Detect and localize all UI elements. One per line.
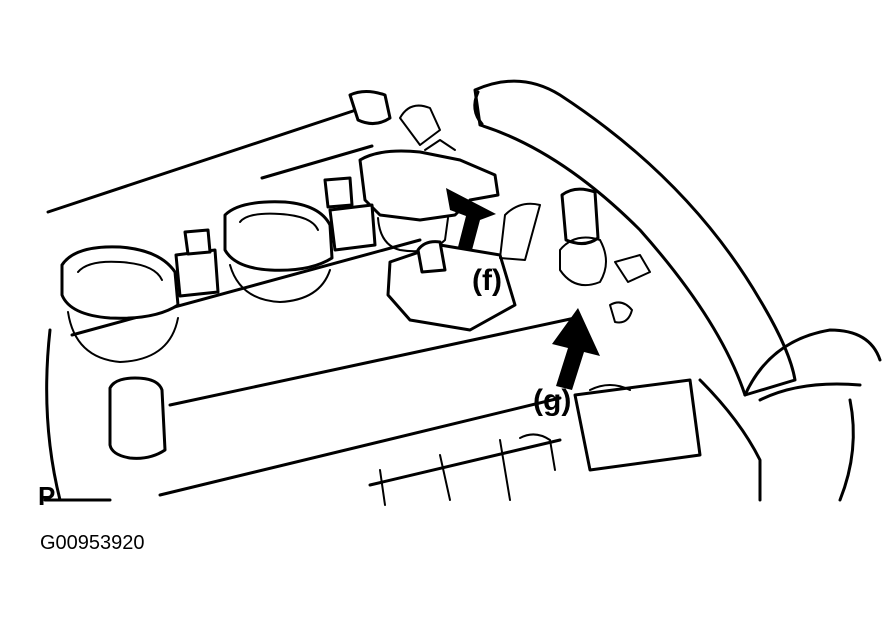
ignition-coil-front xyxy=(60,228,220,363)
figure-id: G00953920 xyxy=(40,532,145,554)
plug-tube-boss xyxy=(108,376,167,460)
harness-bracket xyxy=(386,202,541,332)
view-marker-p: P xyxy=(38,481,55,511)
callout-label-g: (g) xyxy=(533,384,571,417)
callout-arrow-g xyxy=(552,308,600,390)
ignition-coil-middle xyxy=(223,176,377,303)
callout-label-f: (f) xyxy=(472,264,502,297)
sensor-connector xyxy=(559,187,651,324)
callout-arrow-f xyxy=(446,188,496,250)
lower-engine-parts xyxy=(379,378,702,506)
air-hose xyxy=(473,79,882,502)
